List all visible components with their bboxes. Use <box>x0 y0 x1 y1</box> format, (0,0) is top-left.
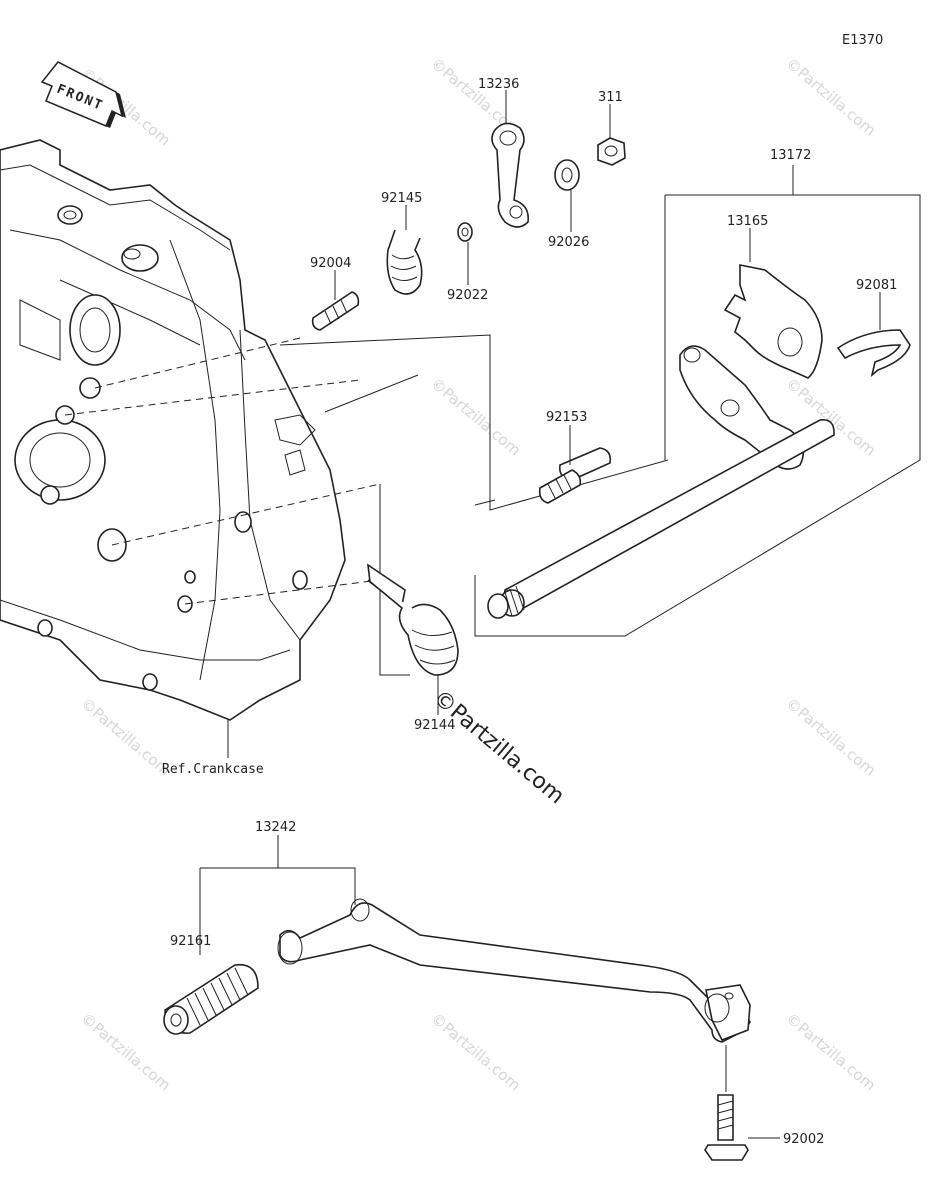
watermark: ©Partzilla.com <box>782 1009 879 1094</box>
part-92002-bolt <box>704 1094 749 1161</box>
watermark: ©Partzilla.com <box>427 374 524 459</box>
part-label-13236[interactable]: 13236 <box>478 77 519 92</box>
watermark: ©Partzilla.com <box>427 1009 524 1094</box>
part-label-92002[interactable]: 92002 <box>783 1132 824 1147</box>
part-label-92144[interactable]: 92144 <box>414 718 455 733</box>
watermark: ©Partzilla.com <box>782 54 879 139</box>
part-92153-bolt <box>538 447 612 504</box>
part-92026-washer <box>554 159 580 191</box>
part-311-nut <box>597 137 626 166</box>
part-label-311[interactable]: 311 <box>598 90 623 105</box>
part-label-92022[interactable]: 92022 <box>447 288 488 303</box>
part-label-92145[interactable]: 92145 <box>381 191 422 206</box>
watermark: ©Partzilla.com <box>782 694 879 779</box>
part-label-13242[interactable]: 13242 <box>255 820 296 835</box>
part-13165-plate <box>723 264 823 379</box>
part-label-92161[interactable]: 92161 <box>170 934 211 949</box>
watermark: ©Partzilla.com <box>77 694 174 779</box>
part-92081-clip <box>836 329 911 378</box>
part-92004-stud <box>311 291 360 331</box>
crankcase <box>0 139 346 721</box>
part-92144-spring <box>367 563 459 676</box>
part-92161-rubber <box>163 963 259 1035</box>
part-13242-pedal <box>277 898 751 1043</box>
part-label-13172[interactable]: 13172 <box>770 148 811 163</box>
part-label-92153[interactable]: 92153 <box>546 410 587 425</box>
part-13236-arm <box>491 122 530 228</box>
part-13172-shift-shaft <box>487 345 835 619</box>
part-92022-washer <box>457 222 473 242</box>
watermark: ©Partzilla.com <box>77 1009 174 1094</box>
part-label-92081[interactable]: 92081 <box>856 278 897 293</box>
part-92145-spring <box>386 229 423 295</box>
diagram-code: E1370 <box>842 33 883 48</box>
part-label-92004[interactable]: 92004 <box>310 256 351 271</box>
part-label-13165[interactable]: 13165 <box>727 214 768 229</box>
watermark-center: ©Partzilla.com <box>428 685 569 809</box>
crankcase-ref-label: Ref.Crankcase <box>162 762 264 777</box>
part-label-92026[interactable]: 92026 <box>548 235 589 250</box>
front-arrow-icon: FRONT <box>40 61 126 128</box>
